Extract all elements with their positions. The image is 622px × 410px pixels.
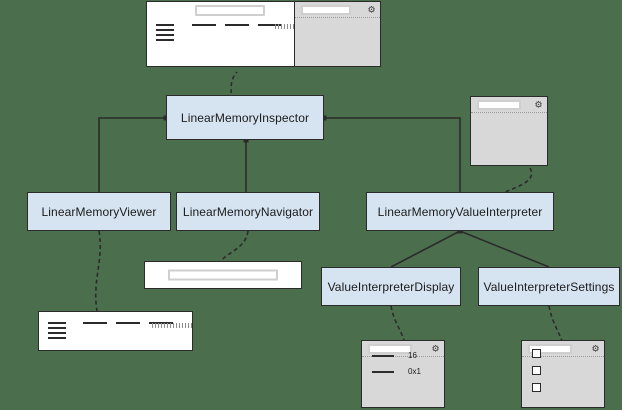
memory-byte-group [192, 24, 216, 26]
screenshot-linear-memory-inspector[interactable]: ⚙ [146, 1, 381, 67]
settings-checkbox[interactable] [532, 349, 541, 358]
node-label: LinearMemoryInspector [180, 110, 310, 125]
node-value-interpreter-settings[interactable]: ValueInterpreterSettings [478, 267, 620, 306]
mode-select[interactable] [368, 343, 412, 354]
edge-inspector-interpreter [324, 117, 461, 192]
mode-select[interactable] [477, 99, 521, 110]
screenshot-linear-memory-navigator[interactable] [144, 261, 302, 289]
settings-body [522, 349, 604, 407]
display-body: 16 0x1 [362, 351, 444, 407]
screenshot-value-interpreter-display[interactable]: ⚙ 16 0x1 [361, 340, 445, 408]
memory-view-toolbar [147, 2, 294, 18]
display-row: 0x1 [372, 367, 421, 376]
display-value: 16 [408, 351, 417, 360]
node-linear-memory-viewer[interactable]: LinearMemoryViewer [27, 192, 171, 231]
type-label-placeholder [372, 370, 394, 373]
settings-toolbar: ⚙ [522, 341, 604, 357]
callout-viewer [94, 230, 102, 312]
callout-navigator [220, 230, 249, 262]
mode-select[interactable] [528, 343, 572, 354]
screenshot-value-interpreter-settings[interactable]: ⚙ [521, 340, 605, 408]
memory-row-label [156, 34, 174, 36]
memory-view-pane [147, 2, 317, 66]
settings-checkbox[interactable] [532, 383, 541, 392]
memory-row-label [156, 29, 174, 31]
display-toolbar: ⚙ [362, 341, 444, 357]
settings-checkbox[interactable] [532, 366, 541, 375]
node-label: LinearMemoryViewer [41, 204, 157, 219]
node-linear-memory-value-interpreter[interactable]: LinearMemoryValueInterpreter [366, 192, 554, 231]
screenshot-linear-memory-viewer[interactable] [38, 311, 193, 351]
callout-display [390, 305, 405, 341]
address-input[interactable] [195, 5, 265, 16]
memory-row-label [48, 322, 66, 324]
panel-toolbar: ⚙ [471, 97, 547, 113]
mode-select[interactable] [301, 4, 351, 15]
type-label-placeholder [372, 354, 394, 357]
gear-icon[interactable]: ⚙ [367, 4, 376, 14]
memory-row-label [156, 39, 174, 41]
node-label: ValueInterpreterSettings [483, 279, 615, 294]
memory-byte-group [258, 24, 282, 26]
memory-row-label [48, 337, 66, 339]
edge-interpreter-display [390, 230, 461, 268]
edge-interpreter-settings [459, 230, 550, 268]
node-label: ValueInterpreterDisplay [327, 279, 455, 294]
node-linear-memory-navigator[interactable]: LinearMemoryNavigator [176, 192, 320, 231]
callout-inspector-panel [504, 167, 533, 193]
gear-icon[interactable]: ⚙ [431, 343, 440, 353]
memory-row-label [48, 327, 66, 329]
gear-icon[interactable]: ⚙ [534, 99, 543, 109]
memory-byte-group [83, 322, 107, 324]
callout-settings [548, 305, 563, 342]
display-row: 16 [372, 351, 417, 360]
memory-byte-columns [192, 24, 282, 26]
memory-byte-group [225, 24, 249, 26]
edge-inspector-viewer [98, 117, 166, 192]
node-label: LinearMemoryValueInterpreter [377, 204, 543, 219]
memory-row-label [156, 24, 174, 26]
value-interpreter-body [295, 18, 380, 66]
panel-body [471, 113, 547, 165]
memory-byte-group [116, 322, 140, 324]
node-value-interpreter-display[interactable]: ValueInterpreterDisplay [321, 267, 461, 306]
memory-row-label [48, 332, 66, 334]
display-value: 0x1 [408, 367, 421, 376]
value-interpreter-toolbar: ⚙ [295, 2, 380, 18]
memory-ascii-column [152, 323, 192, 328]
navigator-address-input[interactable] [168, 269, 278, 281]
memory-row-labels [48, 322, 66, 342]
screenshot-value-interpreter-panel[interactable]: ⚙ [470, 96, 548, 166]
value-interpreter-pane: ⚙ [294, 2, 380, 66]
node-linear-memory-inspector[interactable]: LinearMemoryInspector [166, 95, 324, 140]
node-label: LinearMemoryNavigator [182, 204, 314, 219]
memory-row-labels [156, 24, 174, 44]
gear-icon[interactable]: ⚙ [591, 343, 600, 353]
